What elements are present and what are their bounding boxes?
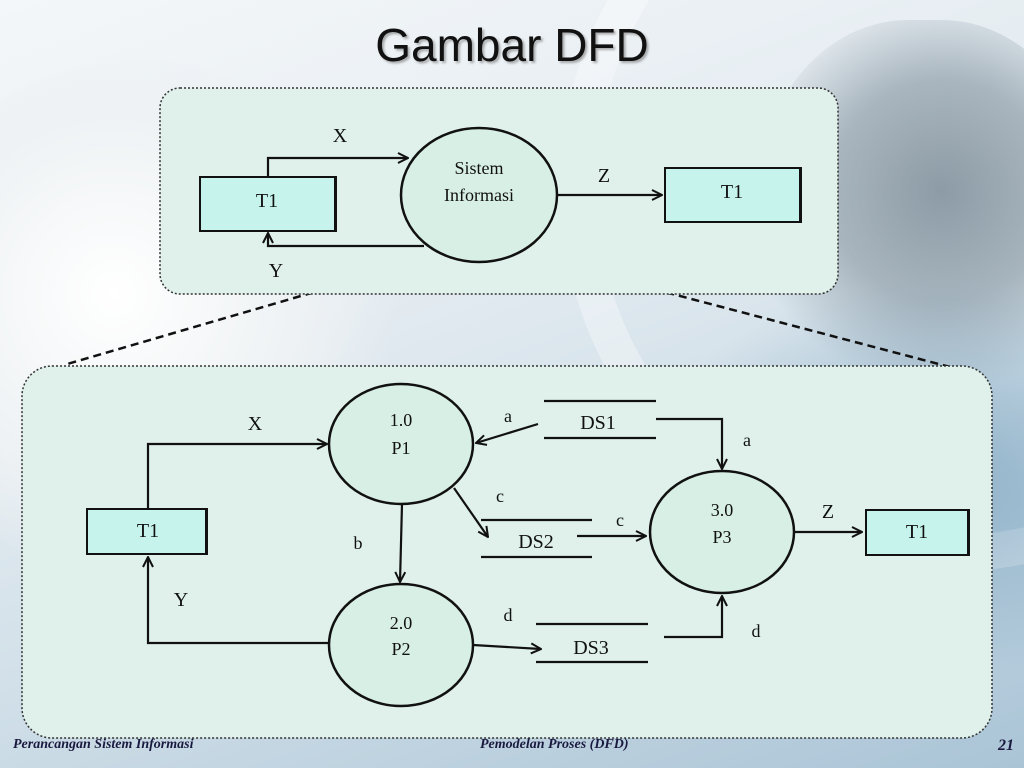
level-panel [21, 365, 993, 739]
level-flow-c-in-label: c [496, 486, 504, 506]
slide-title: Gambar DFD [375, 19, 649, 71]
process-p3-name: P3 [712, 527, 731, 547]
context-entity-in-label: T1 [256, 190, 278, 212]
context-flow-y [268, 233, 424, 248]
level-flow-b [400, 503, 402, 582]
level-flow-c-out-label: c [616, 510, 624, 530]
level-flow-d-out [664, 596, 722, 639]
context-entity-in: T1 [199, 176, 337, 232]
datastore-ds1-label: DS1 [580, 412, 616, 434]
level-entity-out: T1 [865, 509, 970, 556]
process-p3-number: 3.0 [711, 500, 734, 520]
context-flow-z-label: Z [598, 165, 610, 187]
process-p1: 1.0 P1 [327, 382, 475, 506]
level-flow-c-in [453, 487, 488, 537]
level-flow-d-in-label: d [504, 605, 513, 625]
process-p2-name: P2 [391, 639, 410, 659]
page-number: 21 [998, 737, 1014, 754]
level-entity-out-label: T1 [906, 521, 928, 543]
process-p3: 3.0 P3 [648, 469, 796, 595]
context-process: Sistem Informasi [399, 126, 559, 264]
level-entity-in: T1 [86, 508, 208, 555]
level-entity-in-label: T1 [137, 520, 159, 542]
datastore-ds2: DS2 [481, 518, 592, 559]
level-flow-a-out [656, 417, 722, 469]
context-entity-out: T1 [664, 167, 802, 223]
context-entity-out-label: T1 [721, 181, 743, 203]
level-flow-a-in [476, 422, 539, 443]
level-flow-d-out-label: d [752, 621, 761, 641]
level-flow-a-in-label: a [504, 406, 512, 426]
datastore-ds3-label: DS3 [573, 637, 609, 659]
level-flow-y-label: Y [174, 589, 188, 611]
footer-course: Perancangan Sistem Informasi [13, 737, 194, 752]
datastore-ds2-label: DS2 [518, 531, 554, 553]
level-flow-x [146, 444, 327, 509]
level-flow-d-in [472, 645, 541, 649]
process-p2-number: 2.0 [390, 613, 413, 633]
context-flow-y-label: Y [269, 260, 283, 282]
process-p2: 2.0 P2 [327, 582, 475, 708]
level-flow-z-label: Z [822, 501, 834, 523]
datastore-ds3: DS3 [536, 622, 648, 664]
datastore-ds1: DS1 [544, 399, 656, 440]
footer-topic: Pemodelan Proses (DFD) [480, 737, 629, 752]
context-process-line1: Sistem [454, 158, 503, 178]
context-flow-x-label: X [333, 125, 348, 147]
context-process-line2: Informasi [444, 185, 514, 205]
process-p1-name: P1 [391, 438, 410, 458]
context-flow-x [266, 158, 408, 177]
process-p1-number: 1.0 [390, 410, 413, 430]
level-flow-y [148, 557, 329, 645]
level-flow-b-label: b [354, 533, 363, 553]
level-flow-a-out-label: a [743, 430, 751, 450]
level-flow-x-label: X [248, 413, 263, 435]
